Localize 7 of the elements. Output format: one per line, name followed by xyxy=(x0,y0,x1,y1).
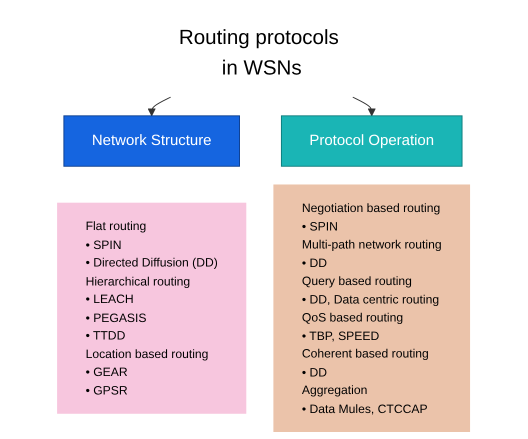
node-box: Negotiation based routing • SPIN Multi-path network routing • DD Query based routing • DD, Data centric routing QoS based routing • TBP, SPEED Coherent based routing • DD Aggregation • Data Mules, CTCCAP xyxy=(274,184,470,432)
node-box: Flat routing • SPIN • Directed Diffusion (DD) Hierarchical routing • LEACH • PEGASIS • TTDD Location based routing • GEAR • GPSR xyxy=(58,202,247,414)
node-box: Network Structure xyxy=(64,115,240,167)
node-text: Routing protocols in WSNs xyxy=(179,25,340,80)
arrow xyxy=(352,96,376,116)
arrow xyxy=(148,96,172,116)
node-box: Protocol Operation xyxy=(281,115,463,167)
